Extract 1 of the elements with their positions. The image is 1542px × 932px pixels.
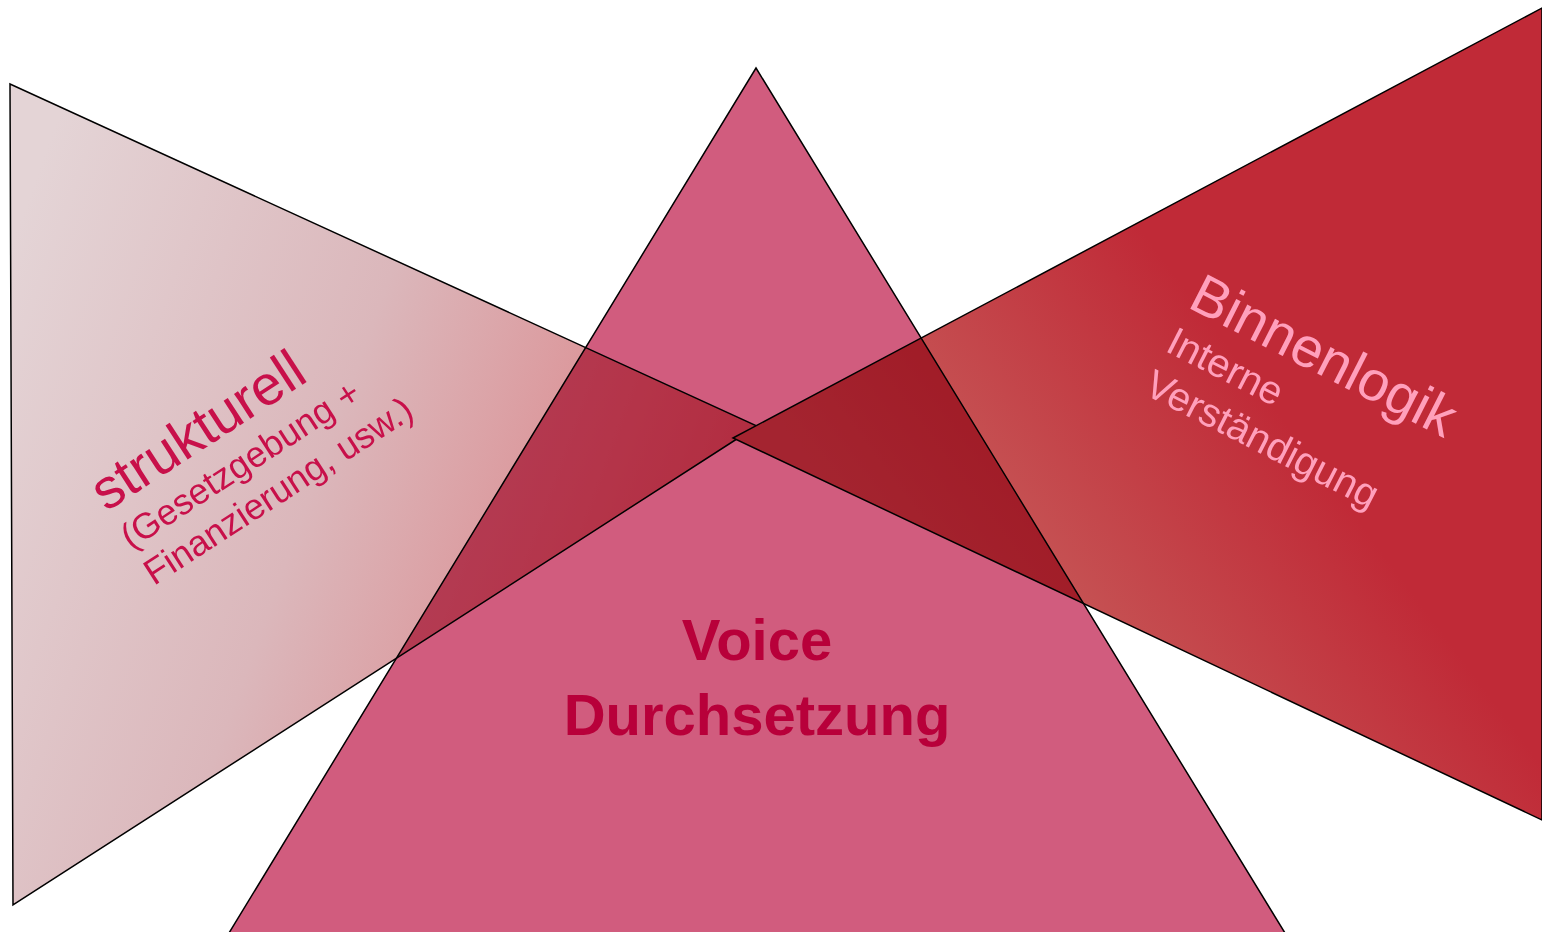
heading-text: Voice Durchsetzung bbox=[562, 606, 952, 750]
